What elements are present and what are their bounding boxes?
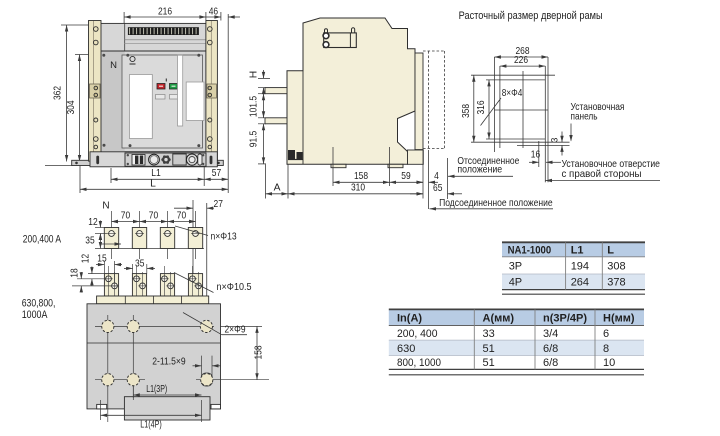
svg-text:51: 51: [483, 343, 495, 355]
svg-text:70: 70: [177, 211, 187, 222]
svg-text:N: N: [102, 201, 109, 212]
svg-text:4P: 4P: [509, 277, 522, 289]
svg-text:65: 65: [433, 183, 443, 194]
svg-text:4: 4: [434, 171, 439, 182]
svg-text:3/4: 3/4: [543, 328, 558, 340]
svg-text:L1(3P): L1(3P): [146, 384, 167, 395]
svg-text:91.5: 91.5: [249, 131, 260, 148]
svg-text:L1: L1: [151, 168, 161, 179]
svg-text:6/8: 6/8: [543, 343, 558, 355]
svg-text:6/8: 6/8: [543, 357, 558, 369]
svg-text:n×Φ13: n×Φ13: [211, 231, 237, 242]
svg-text:6: 6: [603, 328, 609, 340]
svg-text:L: L: [150, 178, 156, 189]
svg-text:358: 358: [461, 104, 472, 118]
svg-text:n(3P/4P): n(3P/4P): [543, 312, 587, 324]
svg-text:70: 70: [149, 211, 159, 222]
svg-text:226: 226: [514, 55, 528, 66]
svg-text:Расточный размер дверной рамы: Расточный размер дверной рамы: [459, 10, 603, 22]
svg-text:1000A: 1000A: [22, 309, 48, 321]
svg-text:304: 304: [66, 100, 77, 114]
svg-text:3: 3: [550, 138, 561, 143]
svg-text:378: 378: [607, 277, 625, 289]
svg-text:H(мм): H(мм): [603, 312, 635, 324]
svg-text:2-11.5×9: 2-11.5×9: [152, 356, 186, 367]
svg-text:158: 158: [354, 171, 368, 182]
svg-text:630,800,: 630,800,: [22, 298, 56, 310]
svg-text:46: 46: [209, 6, 219, 17]
svg-text:A(мм): A(мм): [483, 312, 515, 324]
svg-text:70: 70: [121, 211, 131, 222]
svg-text:362: 362: [53, 86, 64, 100]
svg-text:158: 158: [254, 345, 265, 359]
svg-text:положение: положение: [457, 164, 502, 175]
svg-text:59: 59: [401, 171, 411, 182]
svg-text:800, 1000: 800, 1000: [397, 357, 441, 369]
svg-text:268: 268: [515, 46, 529, 57]
svg-text:NA1-1000: NA1-1000: [508, 244, 552, 256]
svg-text:L: L: [607, 244, 614, 256]
svg-text:3P: 3P: [509, 261, 522, 273]
svg-text:Установочное отверстие: Установочное отверстие: [562, 159, 661, 170]
svg-text:8: 8: [603, 343, 609, 355]
svg-text:316: 316: [476, 100, 487, 114]
svg-text:Отсоединенное: Отсоединенное: [457, 156, 519, 167]
svg-text:57: 57: [212, 168, 222, 179]
svg-text:35: 35: [135, 258, 145, 269]
svg-text:308: 308: [607, 261, 625, 273]
svg-text:264: 264: [571, 277, 589, 289]
svg-text:8×Φ4: 8×Φ4: [502, 88, 523, 99]
svg-text:n×Φ10.5: n×Φ10.5: [217, 282, 252, 293]
svg-text:2×Φ9: 2×Φ9: [225, 325, 246, 336]
svg-text:12: 12: [88, 217, 98, 228]
svg-text:18: 18: [70, 268, 81, 278]
svg-text:200, 400: 200, 400: [397, 328, 438, 340]
svg-text:Подсоединенное положение: Подсоединенное положение: [439, 198, 553, 209]
svg-text:10: 10: [603, 357, 615, 369]
svg-text:33: 33: [483, 328, 495, 340]
svg-text:панель: панель: [571, 112, 598, 123]
svg-text:310: 310: [351, 182, 365, 193]
svg-text:35: 35: [85, 236, 95, 247]
svg-text:51: 51: [483, 357, 495, 369]
svg-text:15: 15: [97, 254, 107, 265]
svg-text:630: 630: [397, 343, 415, 355]
svg-text:L1(4P): L1(4P): [140, 419, 162, 430]
svg-text:H: H: [249, 71, 260, 78]
svg-text:16: 16: [531, 150, 541, 161]
svg-text:200,400 A: 200,400 A: [23, 234, 62, 246]
svg-text:L1: L1: [571, 244, 584, 256]
svg-text:101.5: 101.5: [249, 96, 260, 117]
svg-text:12: 12: [80, 254, 91, 264]
svg-text:N: N: [110, 60, 117, 71]
svg-text:Установочная: Установочная: [571, 102, 625, 113]
svg-text:27: 27: [214, 199, 224, 210]
svg-text:A: A: [274, 182, 281, 193]
svg-text:216: 216: [158, 6, 172, 17]
svg-text:с правой стороны: с правой стороны: [562, 169, 642, 180]
svg-text:In(A): In(A): [397, 312, 422, 324]
svg-text:194: 194: [571, 261, 589, 273]
